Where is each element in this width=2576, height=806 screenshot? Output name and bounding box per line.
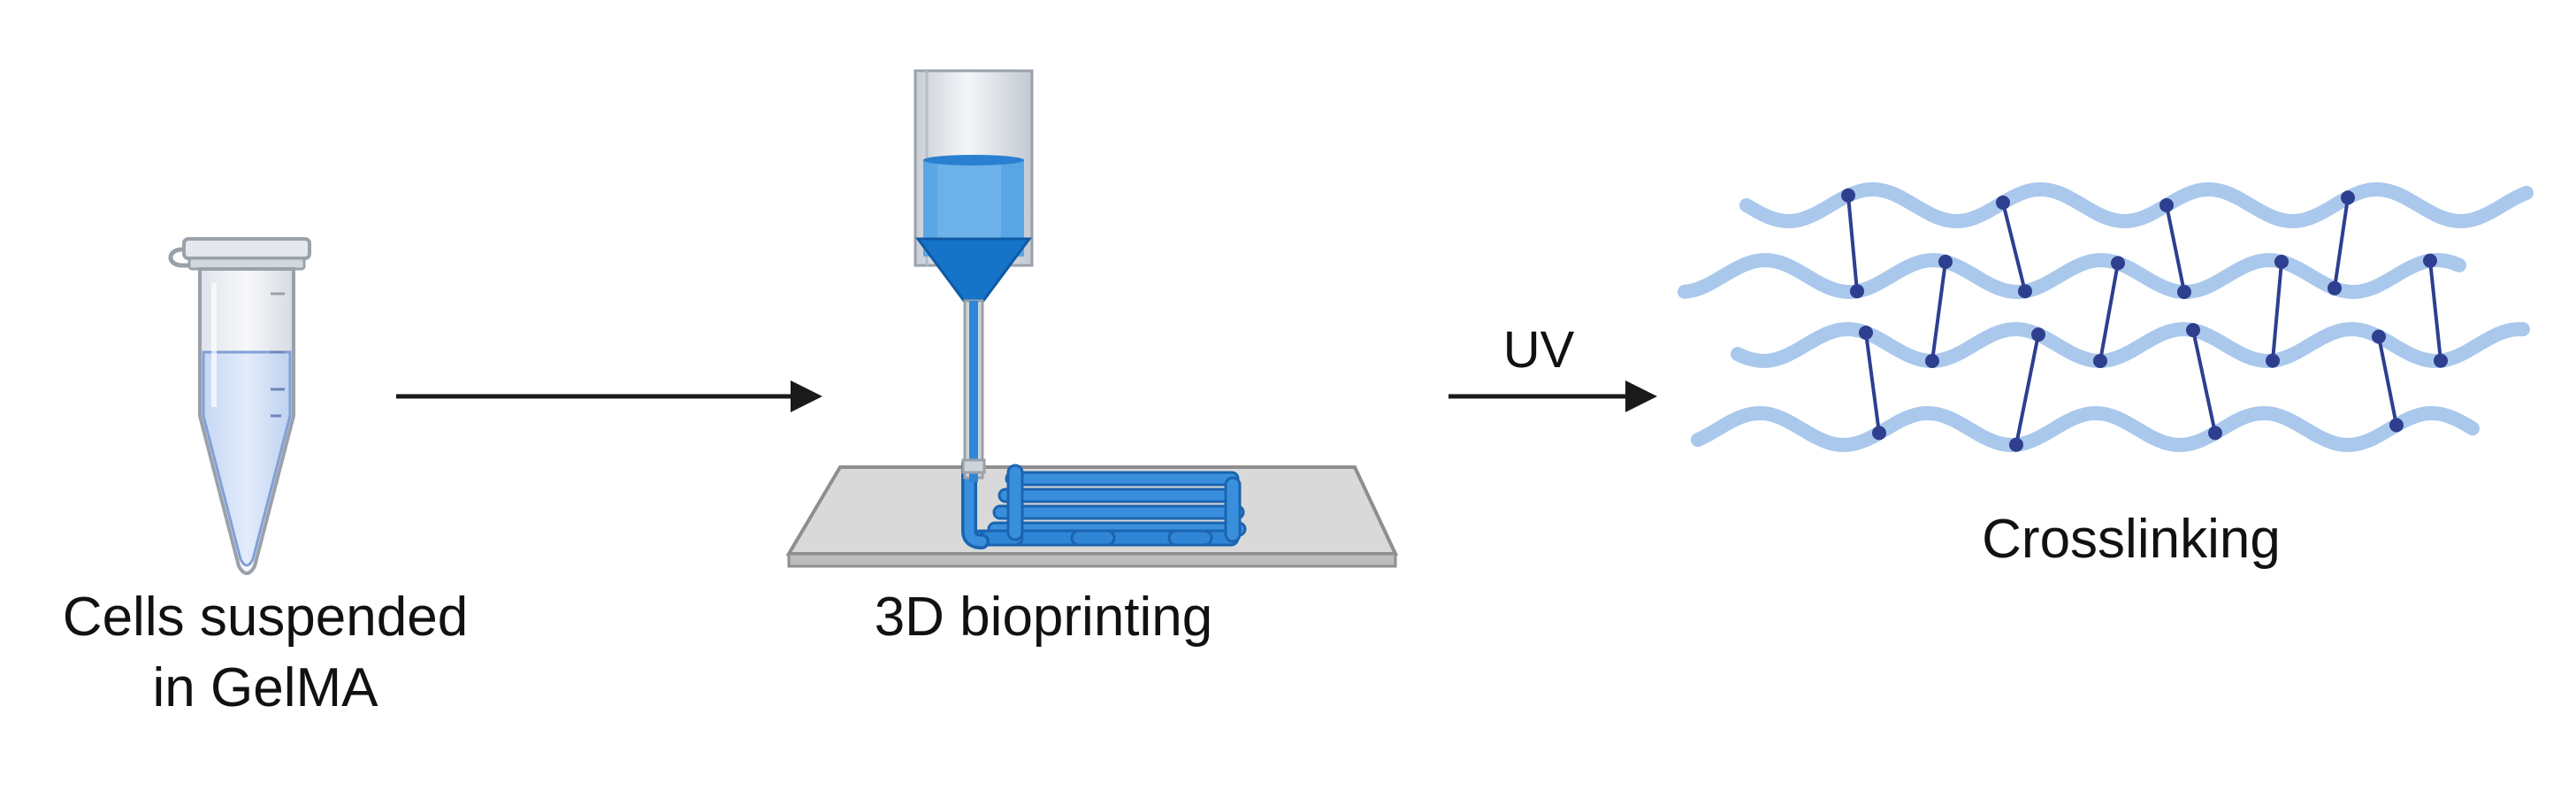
crosslink-bond [2191,329,2217,434]
crosslink-bond [2014,334,2040,446]
crosslinking-label: Crosslinking [1982,509,2281,570]
arrow-right-icon [1449,380,1657,412]
crosslink-node [1938,254,1953,269]
crosslink-bond [2165,204,2186,293]
tube-label-line1: Cells suspended [62,587,469,648]
arrow-right-icon [396,380,822,412]
crosslink-bond [1846,195,1859,292]
polymer-strand [1731,321,2530,369]
bioprinter-nozzle-icon [785,69,1399,568]
uv-label: UV [1502,321,1575,379]
crosslink-node [2093,354,2107,368]
printed-construct [961,456,1247,549]
polymer-strand [1739,181,2534,229]
crosslink-node [2423,253,2437,268]
crosslink-node [2177,285,2191,299]
crosslink-node [1850,284,1864,299]
polymer-strand [1678,252,2466,300]
crosslink-bond [1864,332,1881,434]
crosslink-node [1872,426,1886,441]
crosslink-node [2159,198,2174,212]
crosslink-bond [2098,263,2120,362]
crosslink-node [2372,329,2386,344]
crosslink-node [2389,418,2404,433]
crosslink-bond [2377,336,2398,426]
crosslink-node [1841,188,1855,203]
crosslink-node [2018,284,2032,299]
tube-label-line2: in GelMA [152,657,378,718]
microcentrifuge-tube-icon [168,237,311,575]
crosslink-bond [1930,261,1947,362]
crosslink-node [1859,326,1873,340]
crosslink-node [2208,426,2222,441]
crosslink-bond [2333,197,2350,289]
polymer-network-icon [1678,181,2534,453]
polymer-strand [1691,405,2480,453]
crosslink-node [2111,256,2125,271]
crosslink-bond [2001,202,2027,292]
crosslink-node [2266,353,2280,368]
crosslink-bond [2428,260,2442,361]
crosslink-node [2274,254,2289,269]
crosslink-node [2341,190,2355,205]
crosslink-node [1925,354,1939,368]
bioprinting-label: 3D bioprinting [874,587,1213,648]
crosslink-node [1996,196,2010,210]
crosslink-node [2031,327,2045,342]
crosslink-bond [2271,261,2283,361]
crosslink-node [2009,437,2023,452]
crosslink-node [2434,353,2448,368]
crosslink-node [2186,323,2200,338]
crosslink-node [2328,280,2342,296]
